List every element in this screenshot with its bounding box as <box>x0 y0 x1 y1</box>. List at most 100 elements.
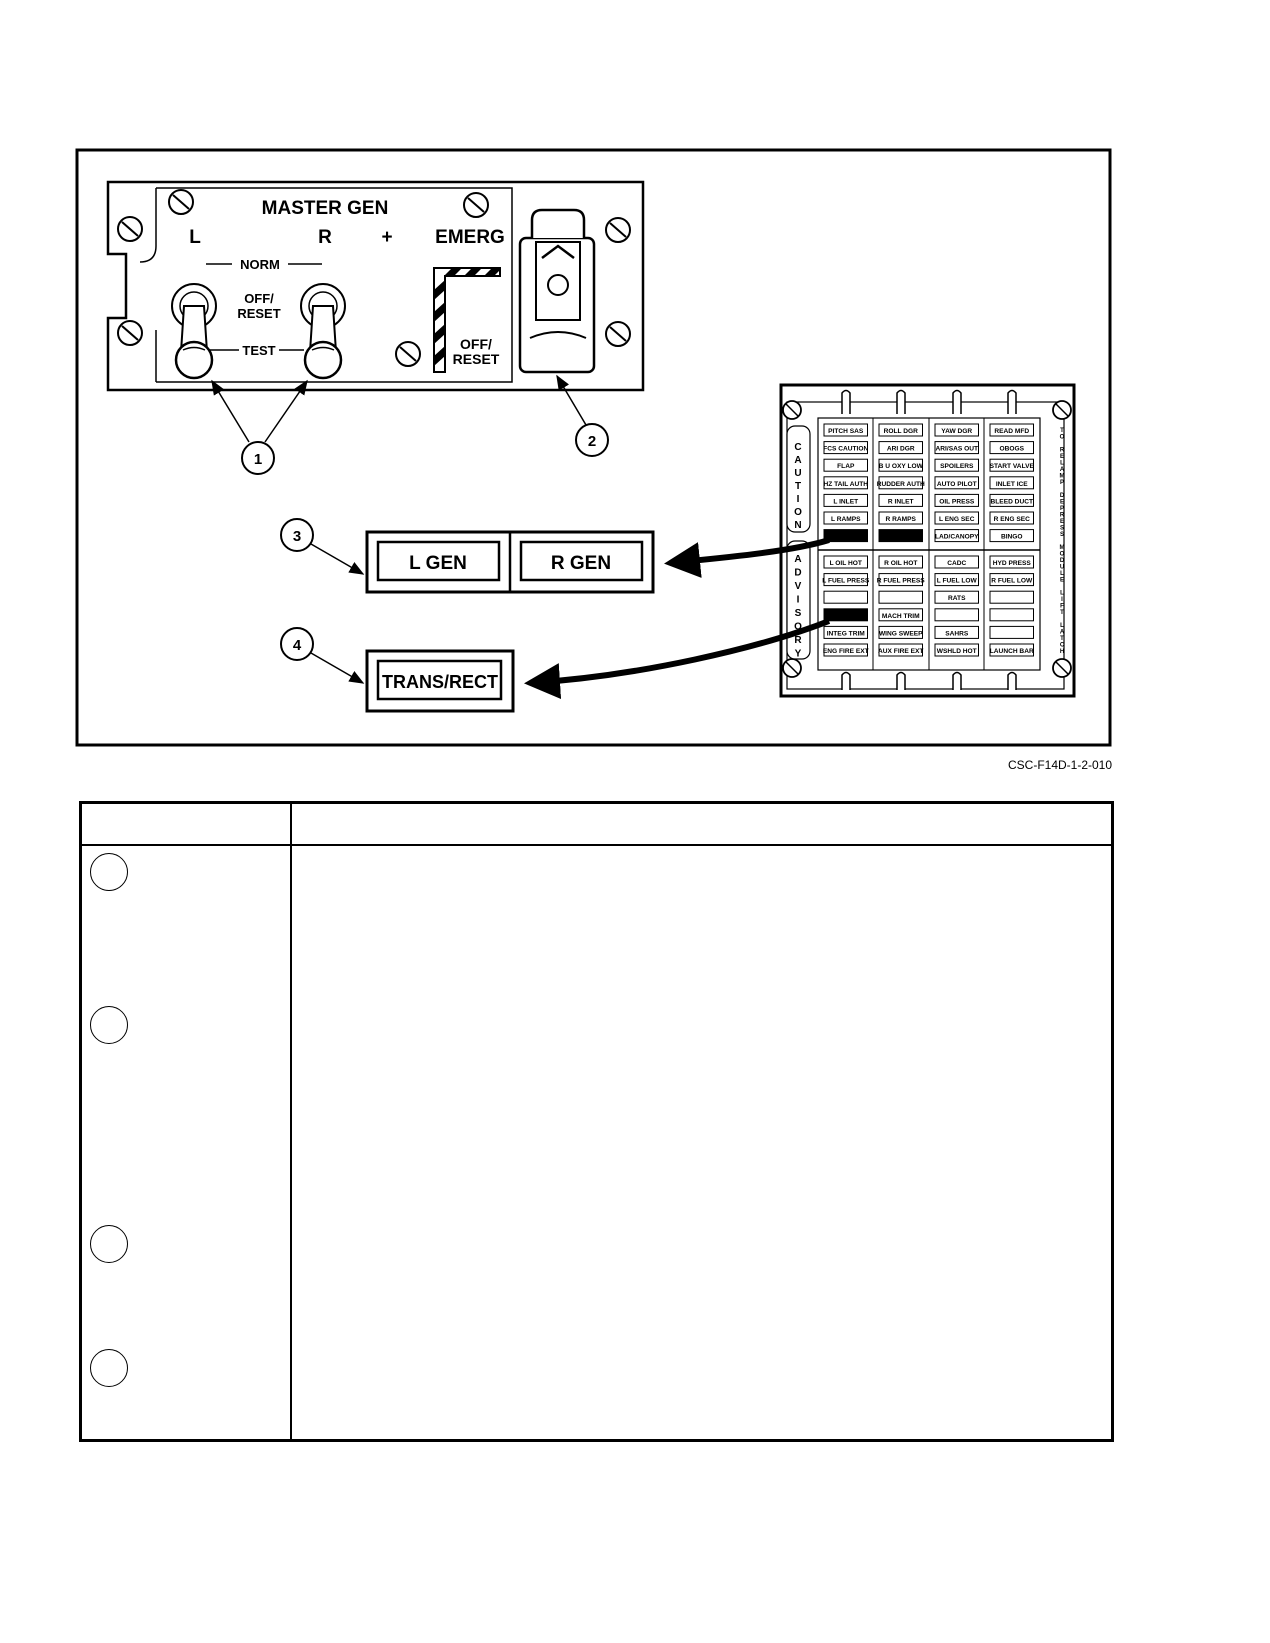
warning-light-label: R FUEL PRESS <box>877 578 925 585</box>
index-circle <box>90 1006 128 1044</box>
vertical-letter: P <box>1060 480 1064 486</box>
svg-text:3: 3 <box>293 528 301 545</box>
figure-frame <box>75 148 1112 747</box>
vertical-letter: S <box>795 608 802 619</box>
warning-light-label: LAD/CANOPY <box>935 534 979 541</box>
warning-light-label: FLAP <box>837 463 855 470</box>
svg-text:2: 2 <box>588 433 596 450</box>
warning-light-label: LAUNCH BAR <box>990 648 1034 655</box>
warning-light-label: CADC <box>947 560 966 567</box>
vertical-letter: C <box>1060 643 1065 649</box>
warning-light-cell <box>989 608 1034 622</box>
warning-light-label: AUTO PILOT <box>937 481 977 488</box>
label-norm: NORM <box>240 257 280 272</box>
vertical-letter: I <box>1061 597 1063 603</box>
index-circle <box>90 1225 128 1263</box>
trans-rect-light: TRANS/RECT <box>382 672 498 692</box>
warning-light-label: START VALVE <box>990 463 1035 470</box>
gen-indicator-lights: L GEN R GEN <box>365 530 655 594</box>
screw-icon <box>463 192 489 218</box>
warning-light-cell: LAUNCH BAR <box>989 643 1034 657</box>
warning-light-label: R FUEL LOW <box>991 578 1033 585</box>
callout-1: 1 <box>211 379 308 475</box>
vertical-letter: L <box>1060 571 1064 577</box>
vertical-letter: U <box>1060 565 1064 571</box>
screw-icon <box>168 189 194 215</box>
warning-light-label: B U OXY LOW <box>879 463 924 470</box>
vertical-letter: M <box>1060 545 1065 551</box>
table-column-divider <box>290 804 292 1439</box>
vertical-letter: U <box>794 468 801 479</box>
svg-text:4: 4 <box>293 637 302 654</box>
warning-light-cell: AUX FIRE EXT <box>878 643 923 657</box>
left-generator-switch[interactable] <box>171 283 217 380</box>
label-off-reset-line2: RESET <box>237 306 280 321</box>
warning-light-cell: RUDDER AUTH <box>877 476 925 490</box>
trans-rect-indicator-light: TRANS/RECT <box>365 649 515 713</box>
warning-light-cell: L RAMPS <box>823 511 868 525</box>
vertical-letter: O <box>1060 435 1065 441</box>
latch-pin <box>896 671 906 690</box>
vertical-letter: T <box>1060 636 1064 642</box>
warning-light-cell: SPOILERS <box>934 458 979 472</box>
warning-light-cell <box>823 590 868 604</box>
vertical-letter: R <box>794 635 802 646</box>
label-right: R <box>318 227 332 248</box>
warning-light-label: L OIL HOT <box>830 560 862 567</box>
vertical-letter: A <box>1060 467 1065 473</box>
vertical-letter: T <box>795 481 801 492</box>
warning-light-cell: OIL PRESS <box>934 493 979 507</box>
vertical-letter: E <box>1060 454 1064 460</box>
l-gen-light: L GEN <box>409 553 467 574</box>
warning-light-label: ENG FIRE EXT <box>823 648 869 655</box>
index-circle <box>90 1349 128 1387</box>
warning-light-cell: FLAP <box>823 458 868 472</box>
vertical-letter: L <box>1060 461 1064 467</box>
emerg-generator-switch[interactable] <box>518 208 596 374</box>
warning-light-cell: SAHRS <box>934 625 979 639</box>
warning-light-cell: R FUEL PRESS <box>877 573 925 587</box>
warning-light-label: OBOGS <box>999 446 1024 453</box>
warning-light-cell: L ENG SEC <box>934 511 979 525</box>
index-circle <box>90 853 128 891</box>
reference-table <box>79 801 1114 1442</box>
vertical-letter: S <box>1060 526 1064 532</box>
master-gen-panel: MASTER GEN L R + EMERG NORM OFF/ RESET T… <box>106 180 645 392</box>
vertical-letter: R <box>1060 448 1065 454</box>
vertical-letter: T <box>1060 610 1064 616</box>
callout-2: 2 <box>556 374 609 457</box>
warning-light-cell <box>989 625 1034 639</box>
warning-light-label: MACH TRIM <box>882 613 920 620</box>
warning-light-label: R RAMPS <box>886 516 917 523</box>
caution-side-label: CAUTION <box>794 442 802 531</box>
warning-light-cell: ENG FIRE EXT <box>823 643 869 657</box>
warning-light-cell: WING SWEEP <box>878 625 923 639</box>
label-emerg: EMERG <box>435 227 505 248</box>
vertical-letter: I <box>797 595 800 606</box>
vertical-letter: S <box>1060 532 1064 538</box>
warning-light-label: YAW DGR <box>941 428 972 435</box>
warning-light-cell: YAW DGR <box>934 423 979 437</box>
latch-pin <box>1007 389 1017 414</box>
warning-light-cell: READ MFD <box>989 423 1034 437</box>
warning-light-label: SAHRS <box>945 630 969 637</box>
screw-icon <box>1052 400 1072 420</box>
panel-title: MASTER GEN <box>262 198 389 219</box>
warning-light-cell: HZ TAIL AUTH <box>823 476 868 490</box>
warning-light-cell: ARI/SAS OUT <box>934 441 979 455</box>
warning-light-label: OIL PRESS <box>939 498 975 505</box>
vertical-letter: A <box>1060 630 1065 636</box>
right-generator-switch[interactable] <box>300 283 346 380</box>
latch-pin <box>841 671 851 690</box>
warning-light-cell: R OIL HOT <box>878 555 923 569</box>
warning-light-label: R ENG SEC <box>994 516 1031 523</box>
screw-icon <box>395 341 421 367</box>
latch-pin <box>896 389 906 414</box>
vertical-letter: D <box>794 568 801 579</box>
vertical-letter: L <box>1060 591 1064 597</box>
warning-light-label: ARI DGR <box>887 446 915 453</box>
